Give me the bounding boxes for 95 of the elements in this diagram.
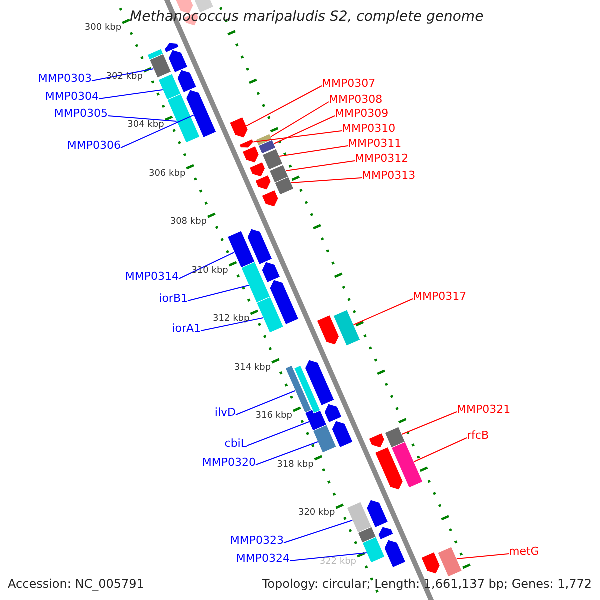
- gene-block: [374, 446, 404, 490]
- gene-label: MMP0317: [413, 291, 467, 302]
- gene-label: MMP0304: [45, 91, 99, 102]
- gene-label: cbiL: [224, 438, 247, 449]
- scale-label: 306 kbp: [148, 170, 186, 179]
- leader-line: [256, 442, 318, 466]
- gene-label: MMP0312: [355, 153, 409, 164]
- leader-line: [108, 116, 178, 122]
- gene-block: [262, 262, 281, 284]
- gene-block: [324, 404, 342, 424]
- gene-label: MMP0311: [348, 138, 402, 149]
- gene-segment: [362, 536, 386, 564]
- scale-label: 304 kbp: [128, 121, 164, 130]
- scale-label: 300 kbp: [84, 24, 122, 34]
- footer-text: Accession: NC_005791: [8, 578, 144, 590]
- gene-segment: [274, 176, 294, 196]
- gene-block: [249, 162, 266, 178]
- gene-label: MMP0321: [457, 404, 511, 415]
- leader-line: [290, 552, 368, 562]
- gene-block: [384, 540, 406, 568]
- gene-label: MMP0320: [202, 457, 256, 468]
- leader-line: [270, 102, 330, 138]
- gene-segment: [240, 262, 271, 304]
- leader-line: [402, 412, 458, 435]
- gene-label: MMP0323: [230, 535, 284, 546]
- gene-segment: [158, 74, 182, 100]
- gene-label: iorA1: [172, 323, 201, 334]
- gene-segment: [358, 526, 377, 544]
- gene-segment: [256, 296, 284, 334]
- gene-block: [164, 42, 180, 54]
- gene-segment: [149, 54, 172, 78]
- gene-block: [229, 116, 248, 138]
- leader-line: [98, 90, 164, 100]
- leader-line: [200, 318, 264, 332]
- gene-label: MMP0305: [54, 108, 108, 119]
- gene-label: MMP0309: [335, 108, 389, 119]
- gene-label: iorB1: [159, 293, 188, 304]
- scale-label: 322 kbp: [320, 558, 357, 567]
- gene-segment: [384, 426, 406, 448]
- gene-label: MMP0314: [125, 271, 179, 282]
- gene-block: [254, 174, 272, 190]
- gene-segment: [258, 140, 276, 154]
- gene-segment: [166, 94, 200, 144]
- gene-block: [332, 420, 354, 448]
- gene-segment: [312, 424, 337, 454]
- leader-line: [253, 130, 342, 143]
- gene-segment: [147, 48, 164, 60]
- gene-block: [421, 552, 441, 574]
- gene-segment: [294, 365, 321, 414]
- gene-block: [368, 432, 386, 448]
- gene-label: MMP0307: [322, 78, 376, 89]
- leader-line: [279, 146, 348, 157]
- leader-line: [274, 116, 336, 144]
- leader-line: [414, 438, 468, 462]
- leader-line: [120, 114, 194, 148]
- gene-segment: [333, 310, 361, 346]
- leader-line: [353, 298, 414, 326]
- scale-label: 314 kbp: [234, 364, 272, 373]
- gene-segment: [269, 164, 290, 184]
- leader-line: [246, 86, 322, 127]
- scale-label: 316 kbp: [256, 412, 292, 422]
- gene-block: [378, 526, 394, 540]
- gene-block: [247, 228, 273, 266]
- leader-line: [246, 422, 310, 446]
- gene-segment: [437, 546, 463, 578]
- gene-label: MMP0306: [67, 140, 121, 151]
- gene-block: [316, 314, 340, 346]
- gene-segment: [391, 442, 424, 488]
- gene-label: metG: [509, 546, 540, 557]
- gene-label: MMP0310: [342, 123, 396, 134]
- gene-block: [177, 70, 198, 94]
- scale-label: 312 kbp: [213, 315, 250, 324]
- gene-segment: [262, 148, 284, 170]
- gene-label: MMP0308: [329, 94, 383, 105]
- scale-label: 308 kbp: [170, 218, 208, 228]
- gene-segment: [346, 502, 372, 534]
- gene-block: [186, 90, 217, 138]
- gene-block: [270, 280, 300, 326]
- gene-label: MMP0324: [236, 553, 290, 564]
- gene-label: rfcB: [467, 430, 489, 441]
- leader-line: [290, 178, 362, 184]
- gene-block: [366, 500, 389, 528]
- gene-label: MMP0313: [362, 170, 416, 181]
- scale-label: 320 kbp: [298, 509, 336, 518]
- footer-text: Topology: circular; Length: 1,661,137 bp; Genes: 1,772: [262, 578, 592, 590]
- gene-block: [239, 138, 254, 148]
- gene-label: ilvD: [214, 407, 236, 418]
- gene-label: MMP0303: [38, 73, 92, 84]
- leader-line: [188, 285, 250, 302]
- leader-line: [286, 160, 356, 172]
- gene-block: [262, 190, 279, 208]
- leader-line: [456, 554, 510, 560]
- title: Methanococcus maripaludis S2, complete genome: [130, 10, 484, 24]
- gene-segment: [227, 230, 256, 268]
- scale-label: 318 kbp: [277, 460, 314, 470]
